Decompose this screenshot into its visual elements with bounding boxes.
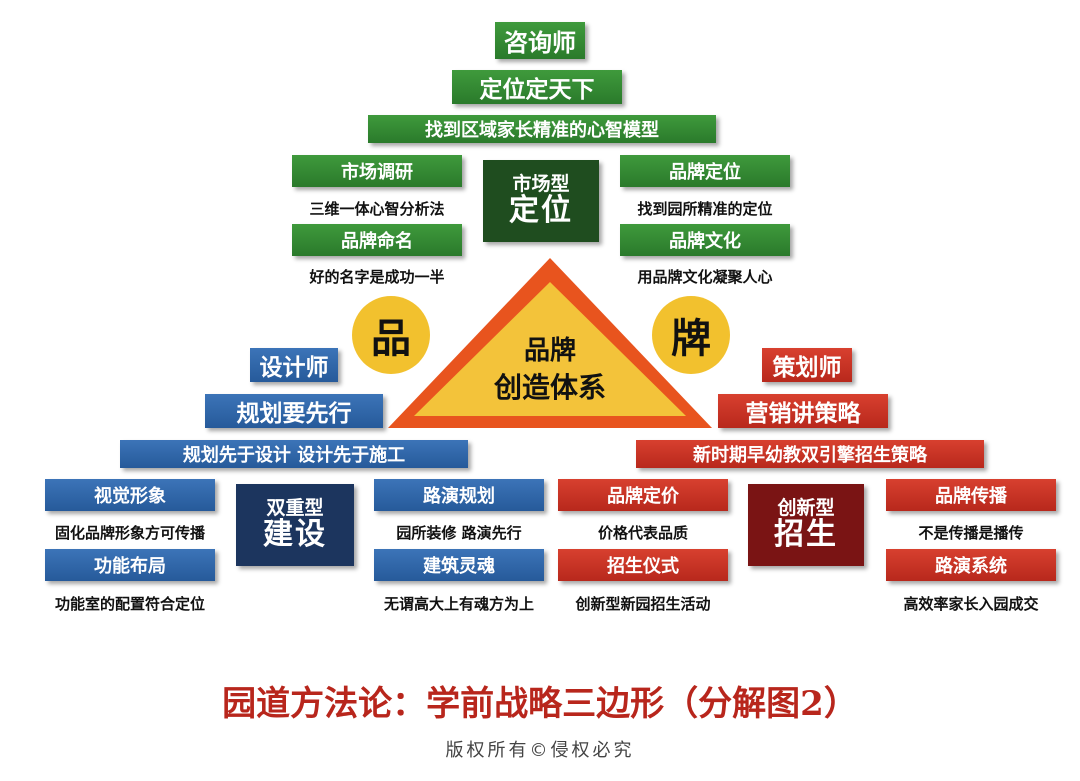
brand-pricing-label: 品牌定价 (558, 479, 728, 511)
design-banner: 规划先于设计 设计先于施工 (120, 440, 468, 468)
core-small-text: 市场型 (512, 173, 570, 196)
market-positioning-core: 市场型 定位 (483, 160, 599, 242)
core-big-text: 定位 (509, 193, 573, 229)
market-research-label: 市场调研 (292, 155, 462, 187)
brand-culture-desc: 用品牌文化凝聚人心 (637, 268, 773, 286)
designer-role: 设计师 (250, 348, 338, 382)
roadshow-system-label: 路演系统 (886, 549, 1056, 581)
roadshow-planning-desc: 园所装修 路演先行 (396, 524, 522, 542)
building-soul-desc: 无谓高大上有魂方为上 (383, 595, 534, 613)
pai-circle: 牌 (652, 296, 730, 374)
visual-identity-label: 视觉形象 (45, 479, 215, 511)
brand-spread-desc: 不是传播是播传 (918, 524, 1024, 542)
visual-identity-desc: 固化品牌形象方可传播 (54, 524, 205, 542)
planner-role: 策划师 (762, 348, 852, 382)
brand-culture-label: 品牌文化 (620, 224, 790, 256)
building-soul-label: 建筑灵魂 (374, 549, 544, 581)
brand-naming-desc: 好的名字是成功一半 (309, 268, 445, 286)
core-big-text: 建设 (263, 517, 327, 553)
core-small-text: 创新型 (777, 497, 835, 520)
enrollment-ceremony-desc: 创新型新园招生活动 (575, 595, 711, 613)
brand-position-desc: 找到园所精准的定位 (637, 200, 773, 218)
brand-naming-label: 品牌命名 (292, 224, 462, 256)
planning-slogan: 营销讲策略 (718, 394, 888, 428)
market-research-desc: 三维一体心智分析法 (309, 200, 445, 218)
enrollment-ceremony-label: 招生仪式 (558, 549, 728, 581)
design-slogan: 规划要先行 (205, 394, 383, 428)
pyramid-line2: 创造体系 (493, 371, 606, 404)
core-big-text: 招生 (774, 517, 838, 553)
brand-pricing-desc: 价格代表品质 (597, 524, 688, 542)
roadshow-planning-label: 路演规划 (374, 479, 544, 511)
pyramid-line1: 品牌 (523, 336, 576, 366)
core-small-text: 双重型 (266, 497, 324, 520)
planning-banner: 新时期早幼教双引擎招生策略 (636, 440, 984, 468)
consultant-role: 咨询师 (495, 22, 585, 59)
brand-position-label: 品牌定位 (620, 155, 790, 187)
copyright-text: 版权所有©侵权必究 (445, 740, 635, 761)
pin-circle: 品 (352, 296, 430, 374)
roadshow-system-desc: 高效率家长入园成交 (903, 595, 1039, 613)
dual-construction-core: 双重型 建设 (236, 484, 354, 566)
diagram-title: 园道方法论：学前战略三边形（分解图2） (222, 684, 858, 724)
brand-spread-label: 品牌传播 (886, 479, 1056, 511)
function-layout-desc: 功能室的配置符合定位 (54, 595, 205, 613)
positioning-banner: 找到区域家长精准的心智模型 (368, 115, 716, 143)
innovative-enrollment-core: 创新型 招生 (748, 484, 864, 566)
function-layout-label: 功能布局 (45, 549, 215, 581)
positioning-slogan: 定位定天下 (452, 70, 622, 104)
